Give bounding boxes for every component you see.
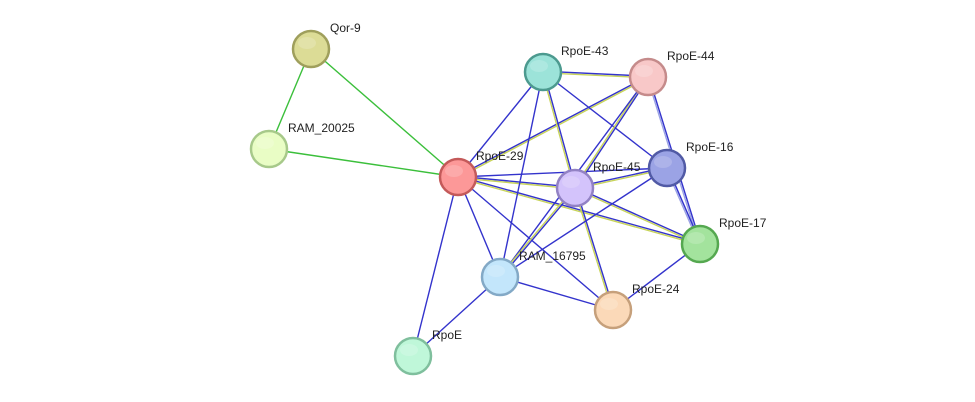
edge-ram16795-rpoe24 [499, 276, 614, 311]
edge-rpoe45-rpoe17-channel-0 [575, 186, 701, 244]
edge-rpoe29-rpoe44-channel-0 [457, 75, 648, 177]
edge-rpoe45-rpoe24-channel-0 [575, 187, 615, 310]
edge-rpoe43-rpoe45-channel-1 [541, 72, 575, 189]
node-label-rpoe45: RpoE-45 [593, 160, 641, 174]
edge-rpoe29-rpoe17-channel-1 [457, 177, 700, 246]
edge-rpoe29-rpoe16 [457, 167, 668, 178]
node-label-rpoe: RpoE [432, 328, 462, 342]
node-highlight-rpoe43 [530, 60, 548, 72]
node-highlight-rpoe [400, 344, 418, 356]
node-label-rpoe17: RpoE-17 [719, 216, 767, 230]
node-rpoe16[interactable] [647, 148, 687, 188]
edge-ram20025-rpoe29 [268, 148, 459, 178]
edge-rpoe16-ram16795 [499, 167, 668, 278]
edge-rpoe43-ram16795 [499, 71, 544, 278]
edge-rpoe43-rpoe45-channel-0 [543, 71, 577, 188]
edge-rpoe29-rpoe [412, 176, 459, 357]
node-highlight-rpoe29 [445, 165, 463, 177]
node-rpoe43[interactable] [523, 52, 563, 92]
node-highlight-ram20025 [256, 137, 274, 149]
edge-qor9-rpoe29 [310, 48, 459, 178]
edge-ram16795-rpoe [412, 276, 501, 357]
node-circle-rpoe44[interactable] [628, 57, 668, 97]
node-layer [249, 29, 720, 376]
node-label-qor9: Qor-9 [330, 21, 361, 35]
node-ram16795[interactable] [480, 257, 520, 297]
node-circle-rpoe17[interactable] [680, 224, 720, 264]
node-label-rpoe16: RpoE-16 [686, 140, 734, 154]
node-highlight-qor9 [298, 37, 316, 49]
edge-rpoe29-rpoe24 [457, 176, 614, 311]
node-label-ram20025: RAM_20025 [288, 121, 355, 135]
node-qor9[interactable] [291, 29, 331, 69]
node-label-rpoe29: RpoE-29 [476, 149, 524, 163]
edge-rpoe43-rpoe16 [542, 71, 668, 169]
node-highlight-rpoe17 [687, 232, 705, 244]
edge-rpoe29-rpoe45-channel-0 [458, 175, 576, 188]
node-rpoe17[interactable] [680, 224, 720, 264]
node-circle-rpoe29[interactable] [438, 157, 478, 197]
node-highlight-ram16795 [487, 265, 505, 277]
node-circle-ram20025[interactable] [249, 129, 289, 169]
node-highlight-rpoe45 [562, 176, 580, 188]
node-circle-rpoe24[interactable] [593, 290, 633, 330]
edge-rpoe29-rpoe44-channel-1 [458, 77, 649, 179]
node-label-rpoe44: RpoE-44 [667, 49, 715, 63]
edge-rpoe45-rpoe24-channel-1 [573, 188, 613, 311]
edge-rpoe29-rpoe43 [457, 71, 544, 178]
node-highlight-rpoe24 [600, 298, 618, 310]
node-circle-ram16795[interactable] [480, 257, 520, 297]
node-circle-rpoe16[interactable] [647, 148, 687, 188]
node-label-ram16795: RAM_16795 [519, 249, 586, 263]
edge-rpoe29-rpoe17-channel-0 [458, 175, 701, 244]
node-rpoe29[interactable] [438, 157, 478, 197]
edge-rpoe45-ram16795-channel-1 [498, 187, 575, 277]
node-ram20025[interactable] [249, 129, 289, 169]
node-rpoe[interactable] [393, 336, 433, 376]
node-highlight-rpoe44 [635, 65, 653, 77]
node-rpoe24[interactable] [593, 290, 633, 330]
edge-rpoe44-rpoe45-channel-0 [575, 77, 650, 189]
node-circle-rpoe45[interactable] [555, 168, 595, 208]
node-rpoe44[interactable] [628, 57, 668, 97]
edge-rpoe29-rpoe45-channel-1 [457, 177, 575, 190]
node-label-rpoe24: RpoE-24 [632, 282, 680, 296]
edge-rpoe45-ram16795-channel-0 [500, 188, 577, 278]
node-label-rpoe43: RpoE-43 [561, 44, 609, 58]
node-circle-qor9[interactable] [291, 29, 331, 69]
edge-rpoe45-rpoe17-channel-1 [574, 188, 700, 246]
node-highlight-rpoe16 [654, 156, 672, 168]
node-circle-rpoe[interactable] [393, 336, 433, 376]
node-circle-rpoe43[interactable] [523, 52, 563, 92]
node-rpoe45[interactable] [555, 168, 595, 208]
edge-layer [268, 48, 702, 357]
